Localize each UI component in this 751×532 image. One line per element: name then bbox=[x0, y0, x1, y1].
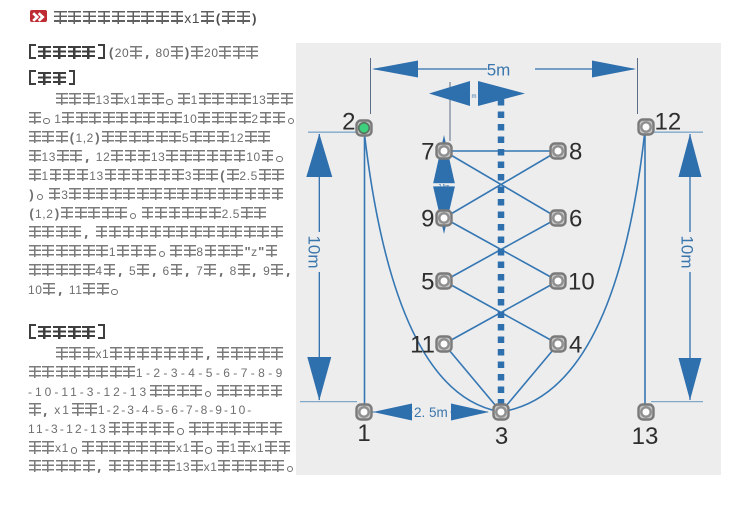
svg-text:11: 11 bbox=[410, 332, 435, 359]
svg-text:m: m bbox=[472, 94, 477, 100]
svg-text:2. 5m: 2. 5m bbox=[414, 405, 448, 420]
svg-text:2.5m: 2.5m bbox=[438, 184, 449, 190]
svg-text:9: 9 bbox=[421, 206, 434, 233]
svg-text:13: 13 bbox=[632, 423, 659, 450]
svg-text:10m: 10m bbox=[678, 235, 697, 268]
svg-text:1: 1 bbox=[357, 420, 370, 447]
svg-text:6: 6 bbox=[569, 206, 582, 233]
svg-text:5m: 5m bbox=[487, 61, 511, 80]
svg-text:7: 7 bbox=[421, 139, 434, 166]
svg-text:8: 8 bbox=[569, 139, 582, 166]
svg-text:2: 2 bbox=[342, 109, 355, 136]
svg-text:5: 5 bbox=[421, 269, 434, 296]
svg-text:3: 3 bbox=[495, 423, 508, 450]
svg-text:10: 10 bbox=[568, 269, 595, 296]
svg-text:10m: 10m bbox=[305, 235, 324, 268]
svg-text:12: 12 bbox=[655, 109, 682, 136]
svg-text:4: 4 bbox=[569, 332, 582, 359]
